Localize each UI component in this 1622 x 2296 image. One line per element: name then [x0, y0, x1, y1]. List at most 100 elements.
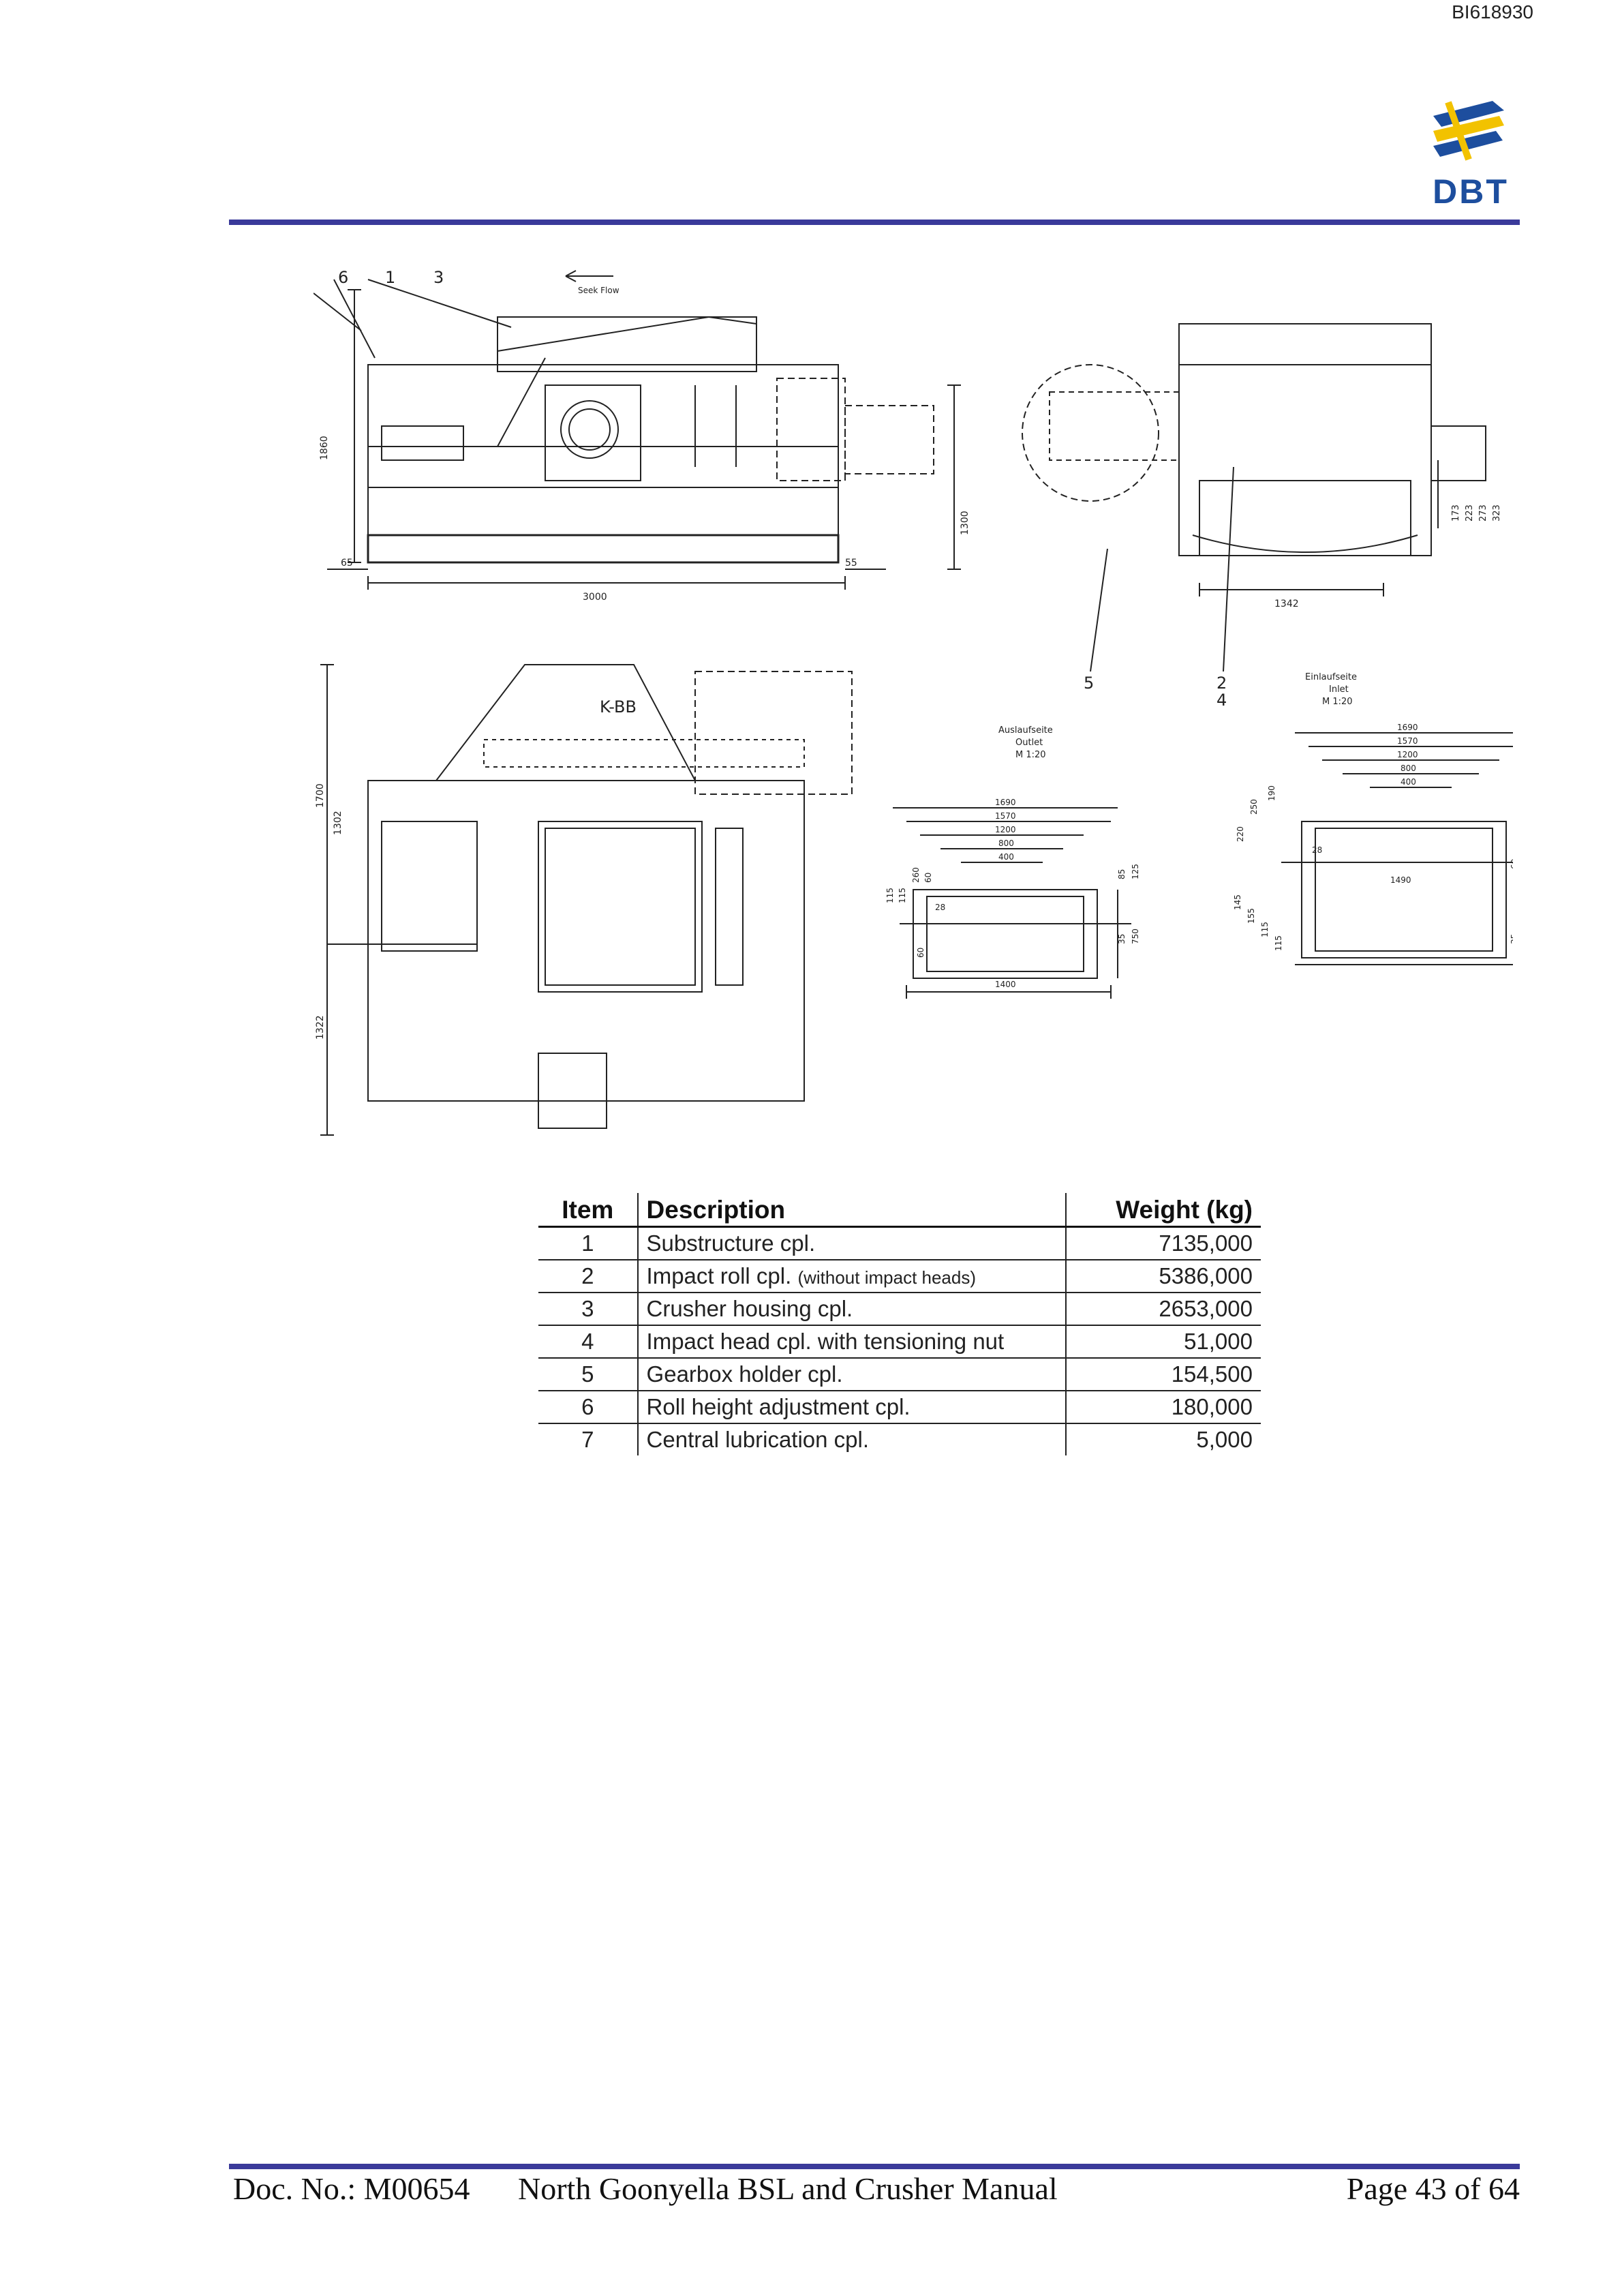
outlet-label-en: Outlet	[1015, 738, 1043, 748]
outlet-dim-115a: 115	[885, 888, 895, 903]
header-weight: Weight (kg)	[1065, 1193, 1261, 1228]
callout-1: 1	[385, 268, 395, 287]
cell-item: 1	[538, 1226, 639, 1260]
outlet-dim-260: 260	[911, 867, 921, 883]
inlet-dim-145: 145	[1233, 894, 1242, 910]
inlet-label-en: Inlet	[1329, 684, 1349, 695]
outlet-dim-750: 750	[1131, 928, 1140, 944]
document-id: BI618930	[1452, 1, 1533, 22]
inlet-dim-115b: 115	[1274, 935, 1283, 951]
inlet-dim-800: 800	[1401, 764, 1416, 773]
cell-weight: 2653,000	[1065, 1293, 1261, 1326]
header-description: Description	[637, 1193, 1067, 1228]
outlet-dim-85: 85	[1117, 869, 1127, 879]
dim-1300: 1300	[960, 511, 970, 535]
table-row: 5 Gearbox holder cpl. 154,500	[538, 1358, 1261, 1391]
dim-65: 65	[341, 558, 353, 569]
table-row: 7 Central lubrication cpl. 5,000	[538, 1423, 1261, 1455]
outlet-dim-1690: 1690	[995, 798, 1016, 807]
footer-rule	[229, 2164, 1520, 2169]
cell-item: 2	[538, 1260, 639, 1293]
outlet-dim-115b: 115	[898, 888, 907, 903]
outlet-dim-60b: 60	[916, 948, 925, 958]
callout-2: 2	[1216, 674, 1227, 693]
outlet-dim-125: 125	[1131, 864, 1140, 879]
callout-4: 4	[1216, 691, 1227, 710]
inlet-dim-190: 190	[1267, 785, 1276, 801]
header-item: Item	[538, 1193, 639, 1228]
description-text: Gearbox holder cpl.	[646, 1361, 843, 1387]
callout-5: 5	[1084, 674, 1094, 693]
cell-weight: 51,000	[1065, 1325, 1261, 1359]
inlet-dim-35: 35	[1510, 934, 1513, 944]
inlet-dim-155: 155	[1246, 908, 1256, 924]
description-text: Central lubrication cpl.	[646, 1427, 870, 1452]
dbt-logo-icon	[1433, 101, 1504, 161]
cell-weight: 154,500	[1065, 1358, 1261, 1391]
footer-page-number: Page 43 of 64	[1346, 2171, 1520, 2206]
inlet-dim-115a: 115	[1260, 922, 1270, 937]
inlet-dim-1690: 1690	[1397, 723, 1418, 732]
dim-1302: 1302	[333, 811, 343, 835]
table-row: 6 Roll height adjustment cpl. 180,000	[538, 1391, 1261, 1424]
cell-item: 6	[538, 1391, 639, 1424]
outlet-dim-60: 60	[923, 873, 933, 883]
outlet-dim-35: 35	[1117, 934, 1127, 944]
outlet-dim-800: 800	[998, 839, 1014, 848]
cell-description: Gearbox holder cpl.	[637, 1358, 1067, 1391]
dim-323: 323	[1492, 504, 1502, 522]
outlet-scale: M 1:20	[1015, 750, 1046, 760]
dim-1860: 1860	[319, 436, 330, 460]
flow-label: Seek Flow	[578, 286, 619, 295]
description-text: Roll height adjustment cpl.	[646, 1394, 911, 1419]
logo-text: DBT	[1433, 172, 1509, 211]
cell-weight: 7135,000	[1065, 1226, 1261, 1260]
dim-223: 223	[1465, 504, 1475, 522]
inlet-dim-1570: 1570	[1397, 736, 1418, 746]
callout-6: 6	[338, 268, 348, 287]
cell-description: Central lubrication cpl.	[637, 1423, 1067, 1455]
table-row: 2 Impact roll cpl. (without impact heads…	[538, 1260, 1261, 1293]
parts-weight-table: Item Description Weight (kg) 1 Substruct…	[538, 1193, 1261, 1455]
cell-description: Substructure cpl.	[637, 1226, 1067, 1260]
cell-weight: 180,000	[1065, 1391, 1261, 1424]
description-text: Substructure cpl.	[646, 1230, 816, 1256]
description-text: Crusher housing cpl.	[646, 1296, 853, 1321]
callout-3: 3	[433, 268, 444, 287]
outlet-dim-400: 400	[998, 852, 1014, 862]
outlet-dim-28: 28	[935, 903, 945, 912]
dim-173: 173	[1451, 504, 1461, 522]
table-row: 4 Impact head cpl. with tensioning nut 5…	[538, 1325, 1261, 1359]
cell-description: Roll height adjustment cpl.	[637, 1391, 1067, 1424]
dim-3000: 3000	[583, 592, 607, 603]
cell-item: 4	[538, 1325, 639, 1359]
description-text: Impact head cpl. with tensioning nut	[646, 1329, 1005, 1354]
cell-description: Crusher housing cpl.	[637, 1293, 1067, 1326]
cell-weight: 5386,000	[1065, 1260, 1261, 1293]
description-text: Impact roll cpl.	[646, 1263, 792, 1288]
header-rule	[229, 220, 1520, 225]
section-label: K-BB	[600, 697, 637, 716]
dim-1700: 1700	[315, 783, 326, 808]
cell-description: Impact head cpl. with tensioning nut	[637, 1325, 1067, 1359]
description-note: (without impact heads)	[797, 1267, 977, 1288]
inlet-dim-60: 60	[1510, 859, 1513, 869]
outlet-dim-1570: 1570	[995, 811, 1016, 821]
outlet-label-de: Auslaufseite	[998, 725, 1053, 736]
footer-doc-number: Doc. No.: M00654	[233, 2171, 470, 2206]
cell-weight: 5,000	[1196, 1427, 1253, 1452]
inlet-dim-28: 28	[1312, 845, 1322, 855]
footer-title: North Goonyella BSL and Crusher Manual	[518, 2171, 1058, 2206]
crusher-technical-drawing: Seek Flow 6 1 3 5 2 4 1860 1300 65 3000 …	[313, 268, 1513, 1136]
cell-item: 5	[538, 1358, 639, 1391]
inlet-dim-400: 400	[1401, 777, 1416, 787]
table-row: 3 Crusher housing cpl. 2653,000	[538, 1293, 1261, 1326]
outlet-dim-1400: 1400	[995, 980, 1016, 989]
page-footer: Doc. No.: M00654 North Goonyella BSL and…	[232, 2171, 1520, 2211]
inlet-label-de: Einlaufseite	[1305, 672, 1357, 682]
inlet-dim-1200: 1200	[1397, 750, 1418, 759]
dim-55: 55	[845, 558, 857, 569]
cell-item: 7	[538, 1423, 639, 1455]
table-row: 1 Substructure cpl. 7135,000	[538, 1226, 1261, 1260]
cell-description: Impact roll cpl. (without impact heads)	[637, 1260, 1067, 1293]
